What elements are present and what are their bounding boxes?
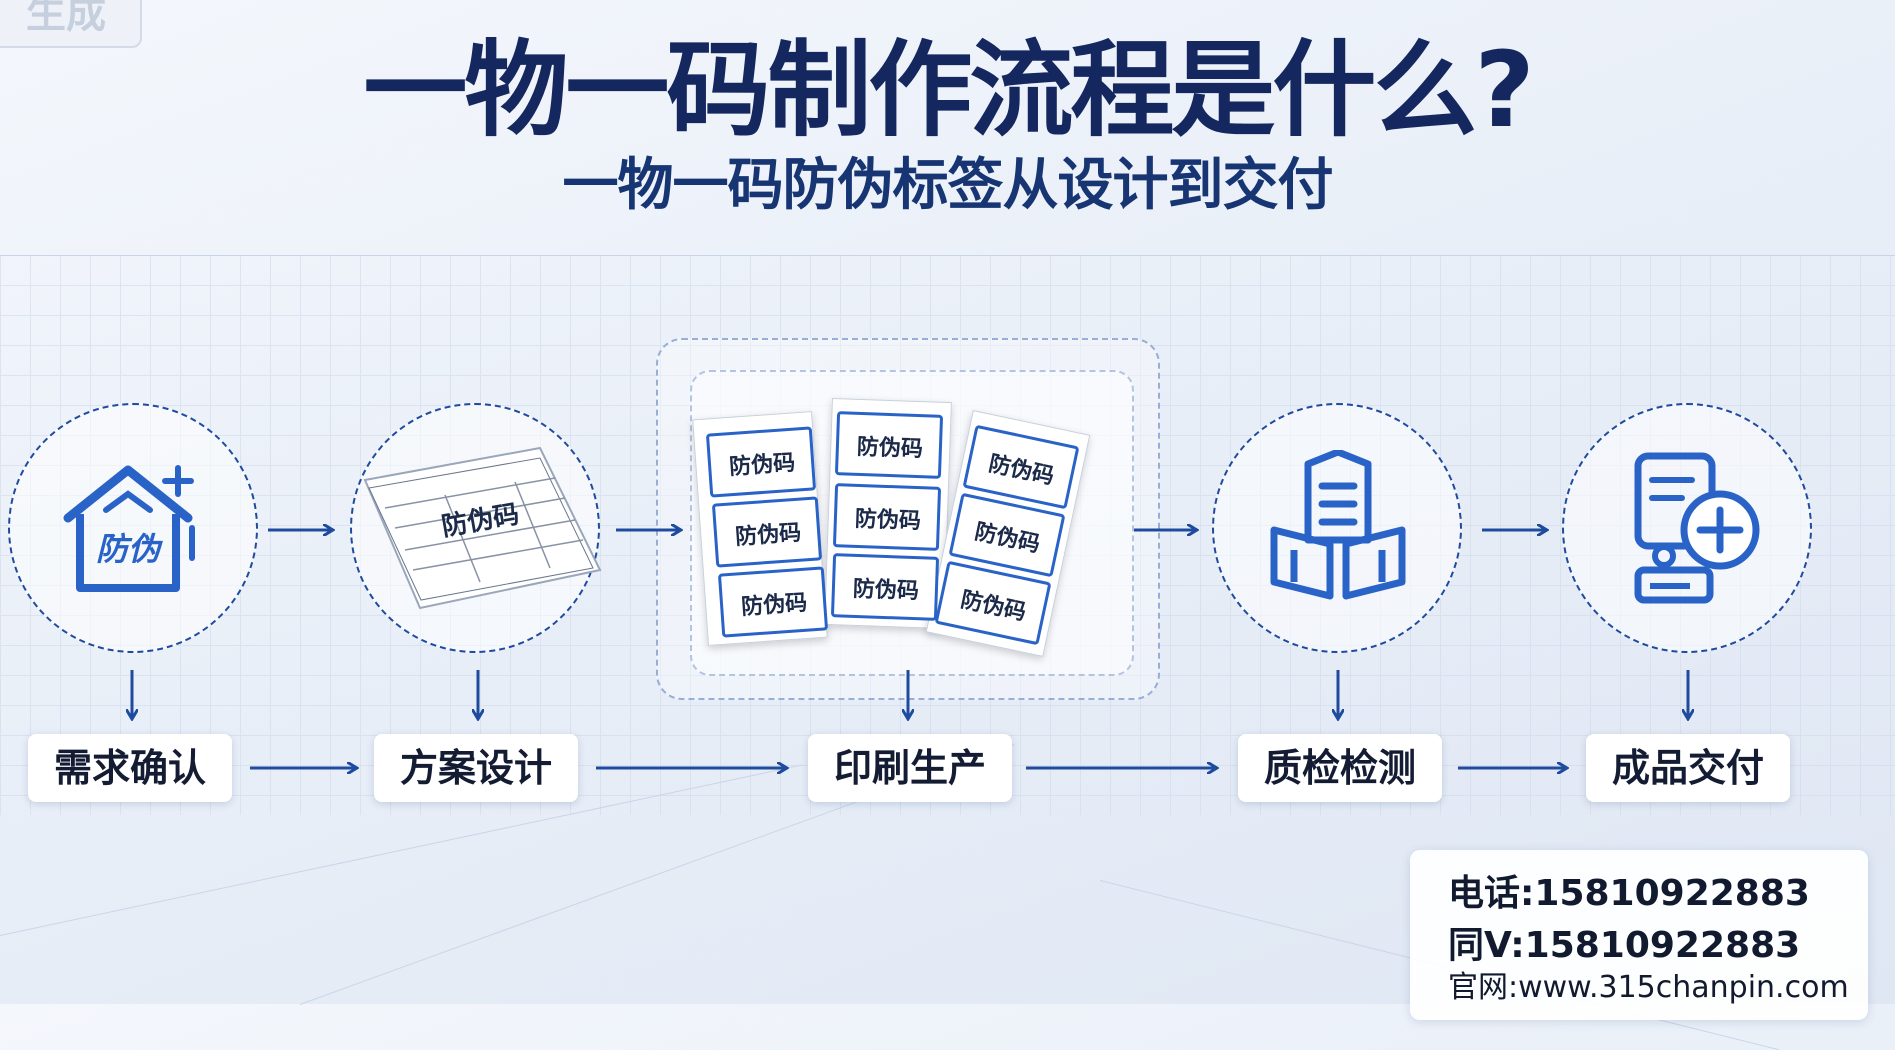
step-1-circle	[8, 403, 258, 653]
divider-line	[0, 255, 1895, 256]
step-5-circle	[1562, 403, 1812, 653]
inspection-book-icon	[1268, 448, 1408, 602]
step-label-printing: 印刷生产	[808, 734, 1012, 802]
house-icon-text: 防伪	[95, 530, 160, 568]
page-title: 一物一码制作流程是什么?	[363, 29, 1534, 151]
contact-wechat: 同V:15810922883	[1448, 925, 1801, 966]
contact-box: 电话:15810922883 同V:15810922883 官网:www.315…	[1410, 850, 1868, 1020]
step-label-inspection: 质检检测	[1238, 734, 1442, 802]
contact-phone: 电话:15810922883	[1448, 873, 1810, 914]
step-4-circle	[1212, 403, 1462, 653]
delivery-document-plus-icon	[1630, 452, 1760, 604]
step-label-design: 方案设计	[374, 734, 578, 802]
step-label-delivery: 成品交付	[1586, 734, 1790, 802]
flow-arrows	[0, 0, 1895, 1004]
design-document-icon: 防伪码	[355, 440, 605, 620]
corner-badge: 生成	[0, 0, 142, 48]
page-subtitle: 一物一码防伪标签从设计到交付	[562, 153, 1334, 218]
contact-website[interactable]: 官网:www.315chanpin.com	[1448, 970, 1849, 1005]
house-plus-icon: 防伪	[58, 458, 208, 598]
step-label-requirements: 需求确认	[28, 734, 232, 802]
